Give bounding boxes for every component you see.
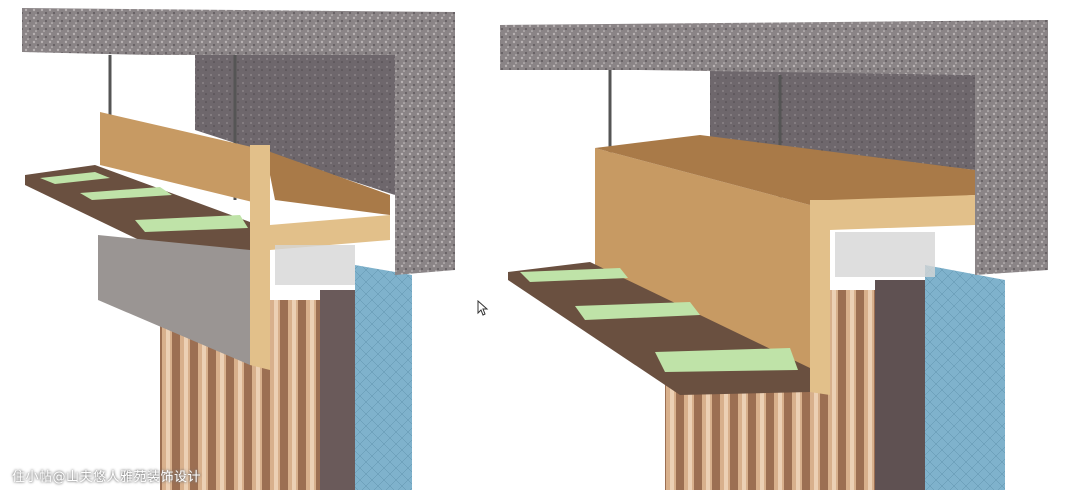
wood-top-board	[265, 150, 390, 215]
plywood-edge	[250, 145, 270, 370]
curtain-track	[275, 245, 355, 285]
curtain-fabric	[665, 380, 830, 490]
plywood-edge	[810, 200, 830, 395]
curtain-fabric	[830, 290, 875, 490]
plywood-soffit	[830, 195, 975, 230]
sheer-curtain	[875, 280, 925, 490]
watermark: 住小帖@山夫悠人雅苑装饰设计	[12, 470, 202, 485]
wood-panel-vertical	[100, 112, 265, 205]
window-glass	[355, 265, 412, 490]
sheer-curtain	[320, 290, 360, 490]
gypsum-fascia	[98, 235, 250, 365]
batten	[655, 348, 798, 372]
plywood-soffit	[270, 215, 390, 250]
concrete-slab	[22, 8, 455, 275]
batten	[520, 268, 628, 282]
arrow-cursor-icon	[477, 300, 489, 316]
window-glass	[925, 265, 1005, 490]
wood-top-board	[595, 135, 975, 205]
back-wall	[195, 55, 395, 195]
batten	[80, 187, 172, 200]
concrete-slab	[500, 20, 1048, 275]
batten	[575, 302, 700, 320]
left-detail	[22, 8, 455, 490]
wood-panel-vertical	[595, 148, 810, 375]
right-detail	[500, 20, 1048, 490]
curtain-track	[835, 232, 935, 277]
batten	[40, 172, 110, 184]
batten	[135, 215, 248, 232]
